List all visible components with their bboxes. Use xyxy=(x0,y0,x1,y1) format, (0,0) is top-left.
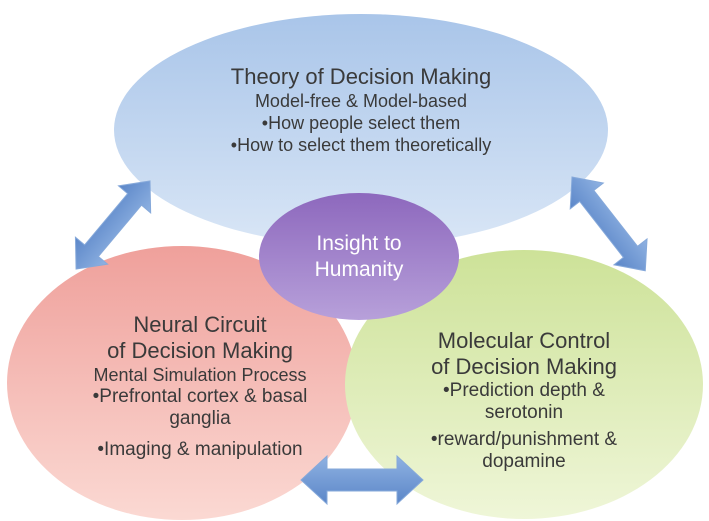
neural-title-line: of Decision Making xyxy=(107,338,293,363)
neural-text-block: Neural Circuit of Decision Making Mental… xyxy=(43,312,357,461)
molecular-bullet: •reward/punishment & xyxy=(430,429,618,450)
molecular-title-line: of Decision Making xyxy=(431,354,617,379)
neural-title-line: Neural Circuit xyxy=(133,312,267,337)
theory-text-block: Theory of Decision Making Model-free & M… xyxy=(114,64,608,156)
theory-line: Model-free & Model-based xyxy=(254,91,468,111)
neural-subtitle: Mental Simulation Process xyxy=(93,365,307,385)
molecular-title-line: Molecular Control xyxy=(437,328,611,353)
center-text-line: Insight to xyxy=(316,231,402,255)
theory-title: Theory of Decision Making xyxy=(230,64,492,89)
ellipse-insight-to-humanity: Insight to Humanity xyxy=(259,193,459,320)
neural-bullet: •Imaging & manipulation xyxy=(97,439,303,460)
center-text-line: Humanity xyxy=(314,257,404,281)
theory-bullet: •How to select them theoretically xyxy=(230,135,492,155)
molecular-bullet-continuation: serotonin xyxy=(484,402,564,423)
neural-bullet: •Prefrontal cortex & basal xyxy=(92,386,308,407)
molecular-bullet-continuation: dopamine xyxy=(482,451,566,472)
molecular-bullet: •Prediction depth & xyxy=(443,380,605,401)
molecular-text-block: Molecular Control of Decision Making •Pr… xyxy=(345,328,703,473)
theory-bullet: •How people select them xyxy=(261,113,461,133)
neural-bullet-continuation: ganglia xyxy=(169,408,231,429)
